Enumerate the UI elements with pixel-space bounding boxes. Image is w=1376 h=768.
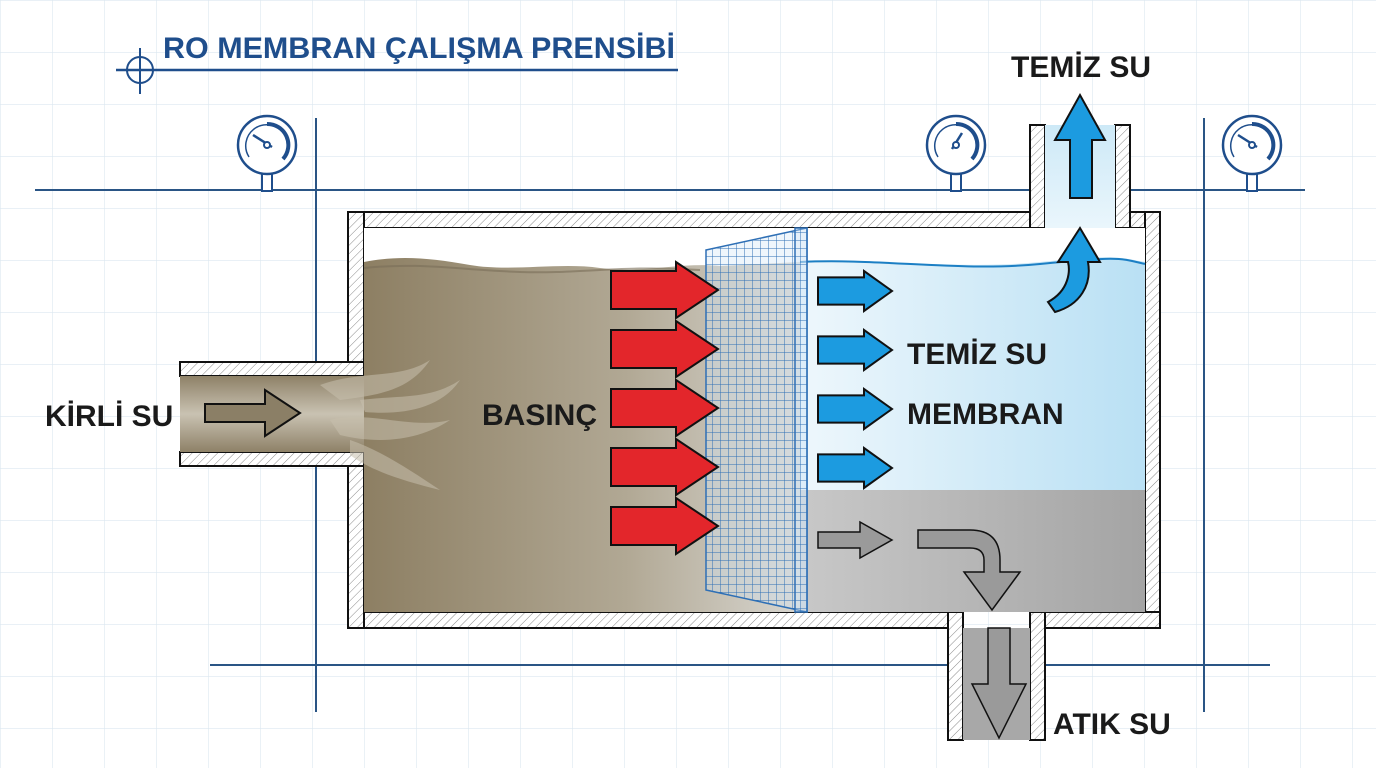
permeate-arrow-icon	[817, 387, 894, 431]
clean-water-label: TEMİZ SU	[907, 338, 1047, 371]
inlet-label: KİRLİ SU	[45, 400, 173, 433]
membrane-mesh	[705, 227, 808, 613]
concentrate-arrow-icon	[817, 520, 894, 560]
waste-turn-arrow-icon	[917, 529, 1022, 612]
title-block: RO MEMBRAN ÇALIŞMA PRENSİBİ	[116, 32, 678, 94]
pressure-gauge-icon	[925, 114, 987, 192]
pressure-arrow-icon	[610, 319, 720, 379]
pressure-arrow-icon	[610, 496, 720, 556]
turbulence	[320, 360, 460, 490]
pressure-gauge-icon	[1221, 114, 1283, 192]
permeate-arrow-icon	[817, 328, 894, 372]
clean-rise-arrow-icon	[1046, 226, 1102, 314]
waste-water-label: ATIK SU	[1053, 708, 1171, 741]
vessel-walls	[179, 124, 1161, 741]
pressure-gauge-icon	[236, 114, 298, 192]
clean-outlet-arrow-icon	[1053, 92, 1107, 199]
pressure-arrow-icon	[610, 437, 720, 497]
pressure-arrow-icon	[610, 260, 720, 320]
pressure-arrow-icon	[610, 378, 720, 438]
permeate-arrows	[817, 269, 894, 490]
pressure-label: BASINÇ	[482, 399, 597, 432]
waste-down-arrow-icon	[970, 627, 1028, 740]
clean-water-outlet-label: TEMİZ SU	[1011, 51, 1151, 84]
permeate-arrow-icon	[817, 269, 894, 313]
clean-water-region	[800, 257, 1145, 490]
diagram-title: RO MEMBRAN ÇALIŞMA PRENSİBİ	[163, 32, 675, 65]
permeate-arrow-icon	[817, 446, 894, 490]
membrane-label: MEMBRAN	[907, 398, 1064, 431]
inlet-flow-arrow-icon	[204, 388, 302, 438]
pressure-arrows	[610, 260, 720, 556]
waste-water-region	[800, 490, 1145, 612]
